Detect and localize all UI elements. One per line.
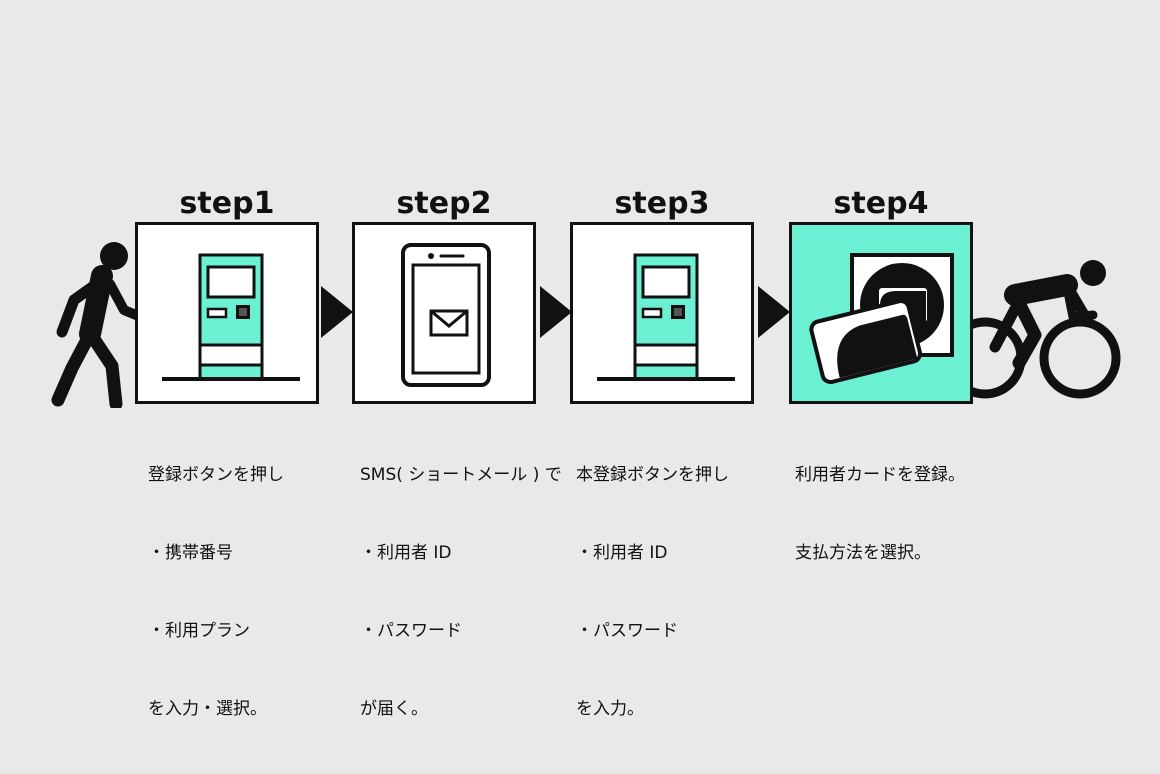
step-title: step4 bbox=[833, 186, 929, 221]
ticket-machine-icon bbox=[597, 253, 735, 381]
description-line: ・パスワード bbox=[360, 621, 462, 641]
description-line: ・利用プラン bbox=[148, 621, 250, 641]
description-line: ・携帯番号 bbox=[148, 543, 233, 563]
step-box bbox=[570, 222, 754, 404]
description-line: 支払方法を選択。 bbox=[795, 543, 931, 563]
description-line: を入力・選択。 bbox=[148, 699, 267, 719]
description-line: が届く。 bbox=[360, 699, 428, 719]
step-title: step3 bbox=[614, 186, 710, 221]
description-line: 本登録ボタンを押し bbox=[576, 465, 729, 485]
step-description: 本登録ボタンを押し ・利用者 ID ・パスワード を入力。 bbox=[576, 410, 776, 774]
step-description: 登録ボタンを押し ・携帯番号 ・利用プラン を入力・選択。 bbox=[148, 410, 348, 774]
description-line: SMS( ショートメール ) で bbox=[360, 465, 562, 485]
description-line: ・利用者 ID bbox=[360, 543, 452, 563]
arrow-right-icon bbox=[758, 286, 790, 338]
arrow-right-icon bbox=[321, 286, 353, 338]
step-description: SMS( ショートメール ) で ・利用者 ID ・パスワード が届く。 bbox=[360, 410, 562, 774]
cyclist-icon bbox=[955, 260, 1121, 399]
arrow-right-icon bbox=[540, 286, 572, 338]
description-line: ・パスワード bbox=[576, 621, 678, 641]
step-box bbox=[789, 222, 973, 404]
registration-flow-diagram: step1 登録ボタンを押し ・携帯番号 ・利用プラン を入力・選択。 step… bbox=[51, 186, 1121, 719]
step-description: 利用者カードを登録。 支払方法を選択。 bbox=[795, 410, 995, 618]
description-line: ・利用者 ID bbox=[576, 543, 668, 563]
description-line: 利用者カードを登録。 bbox=[795, 465, 965, 485]
card-reader-icon bbox=[809, 253, 954, 385]
step-box bbox=[135, 222, 319, 404]
step-title: step2 bbox=[396, 186, 492, 221]
step-title: step1 bbox=[179, 186, 275, 221]
step-box bbox=[352, 222, 536, 404]
description-line: 登録ボタンを押し bbox=[148, 465, 284, 485]
smartphone-mail-icon bbox=[401, 243, 491, 387]
description-line: を入力。 bbox=[576, 699, 644, 719]
ticket-machine-icon bbox=[162, 253, 300, 381]
